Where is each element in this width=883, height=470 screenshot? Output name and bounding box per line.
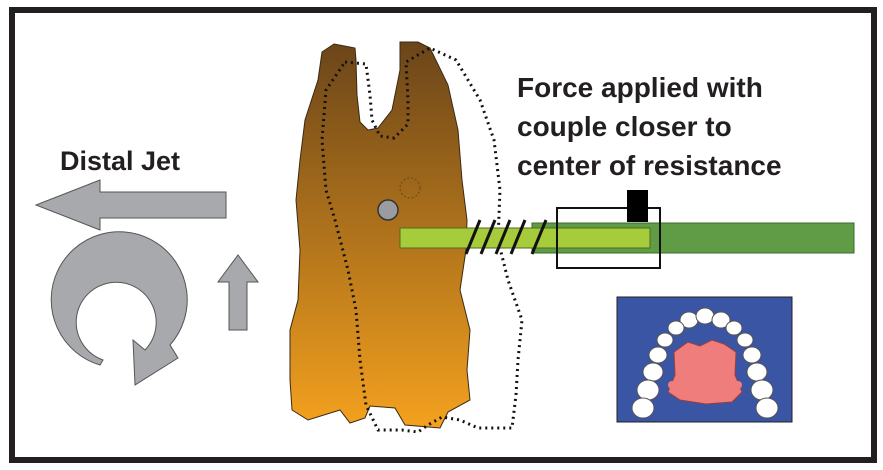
up-arrow-icon (217, 254, 259, 331)
teeth-arch (631, 307, 779, 419)
center-of-resistance (377, 199, 399, 221)
bracket-box (556, 207, 661, 269)
palatal-view-inset (616, 296, 793, 423)
force-caption-line-1: Force applied with (517, 72, 763, 103)
left-arrow-icon (34, 179, 227, 231)
wire-bar (399, 227, 651, 249)
coil-spring (464, 219, 548, 255)
force-caption: Force applied with couple closer to cent… (517, 68, 782, 185)
force-caption-line-2: couple closer to (517, 111, 732, 142)
force-caption-line-3: center of resistance (517, 150, 782, 181)
force-block (627, 190, 648, 222)
palatal-pad (667, 339, 743, 405)
tooth-shape (289, 41, 471, 429)
distal-jet-label: Distal Jet (60, 146, 181, 176)
new-center-marker (399, 177, 421, 199)
rotation-arrow-icon (50, 231, 188, 386)
